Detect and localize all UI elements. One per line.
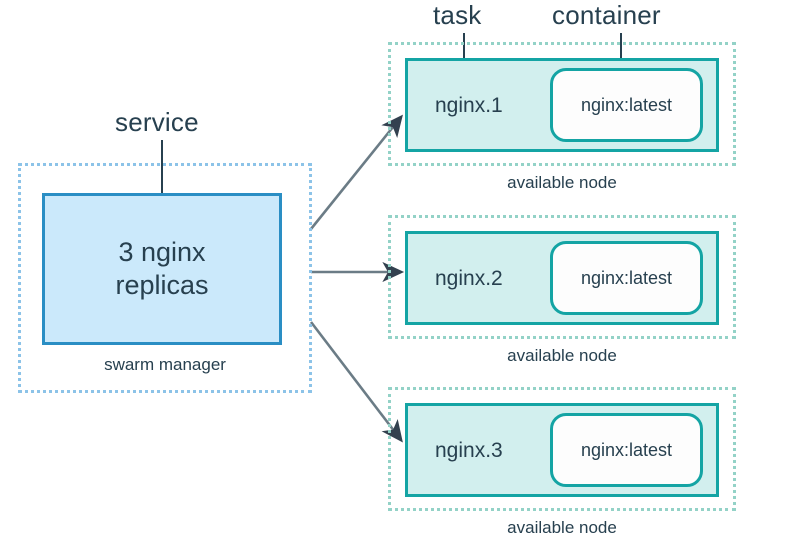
available-node-caption-3: available node (507, 518, 617, 537)
service-box[interactable]: 3 nginx replicas (42, 193, 282, 345)
task-annotation-label: task (433, 0, 482, 30)
service-annotation-label: service (115, 107, 199, 137)
swarm-manager-caption: swarm manager (104, 355, 226, 374)
container-box-3[interactable]: nginx:latest (550, 413, 703, 487)
service-leader-line (161, 140, 163, 208)
container-box-2[interactable]: nginx:latest (550, 241, 703, 315)
swarm-manager-group (18, 163, 312, 393)
task-name-1: nginx.1 (435, 93, 503, 117)
container-image-3: nginx:latest (580, 440, 673, 460)
available-node-group-3 (388, 387, 736, 511)
task-name-3: nginx.3 (435, 438, 503, 462)
available-node-caption-1: available node (507, 173, 617, 192)
available-node-group-1 (388, 42, 736, 166)
container-image-2: nginx:latest (580, 268, 673, 288)
available-node-group-2 (388, 215, 736, 339)
container-box-1[interactable]: nginx:latest (550, 68, 703, 142)
service-replicas-label: 3 nginx replicas (115, 237, 209, 300)
container-annotation-label: container (552, 0, 661, 30)
container-image-1: nginx:latest (580, 95, 673, 115)
task-name-2: nginx.2 (435, 266, 503, 290)
available-node-caption-2: available node (507, 346, 617, 365)
